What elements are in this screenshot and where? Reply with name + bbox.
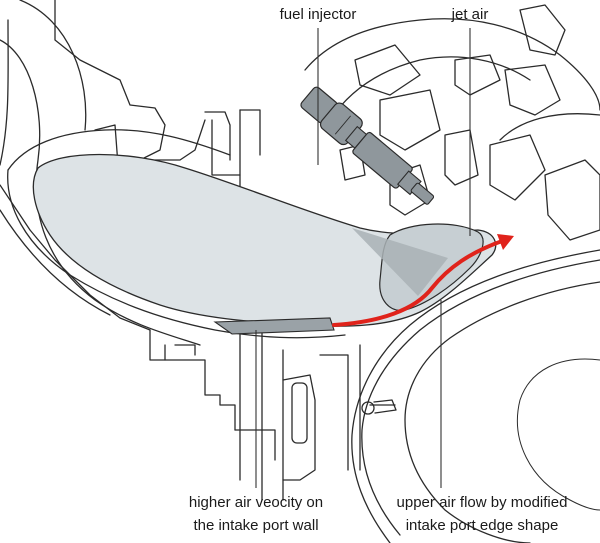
fuel-spray	[352, 228, 448, 296]
label-jet-air: jet air	[451, 6, 489, 23]
port-wall-strip	[213, 317, 335, 335]
fuel-injector	[300, 86, 435, 205]
intake-port	[7, 129, 497, 339]
label-higher-air-line1: higher air veocity on	[189, 494, 323, 511]
label-higher-air-line2: the intake port wall	[193, 517, 318, 534]
air-flow-arrow	[332, 234, 514, 327]
leader-lines	[255, 28, 471, 488]
label-upper-air-line1: upper air flow by modified	[397, 494, 568, 511]
label-upper-air-line2: intake port edge shape	[406, 517, 559, 534]
label-fuel-injector: fuel injector	[280, 6, 357, 23]
